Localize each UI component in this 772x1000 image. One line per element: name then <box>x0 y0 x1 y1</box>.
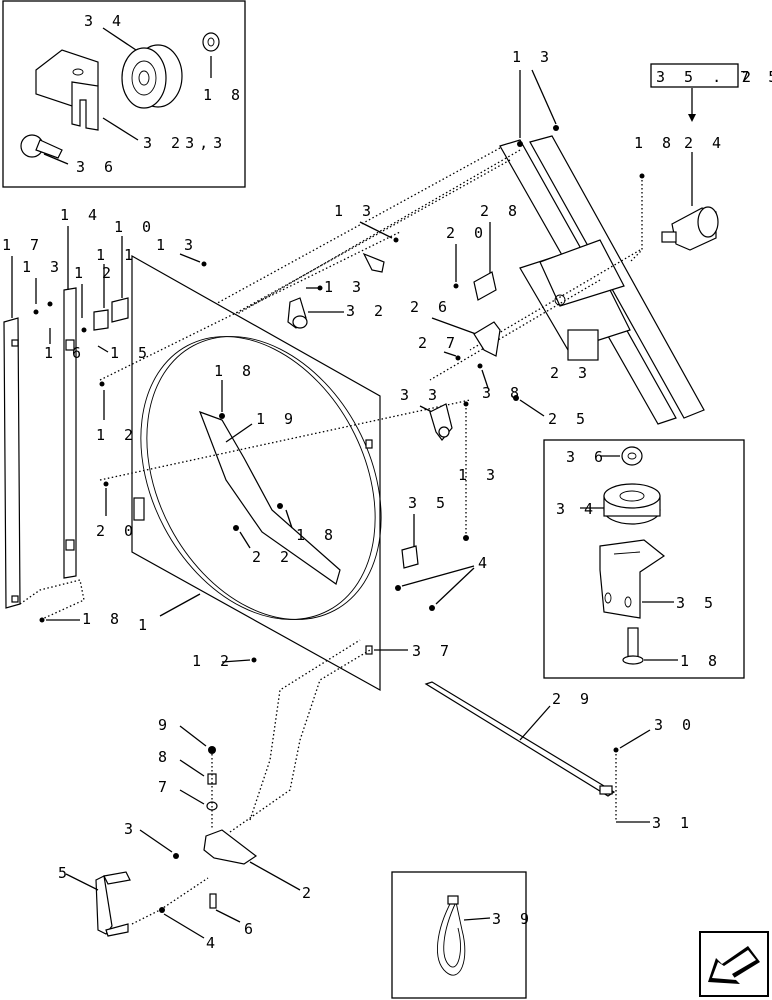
upper-support-rail <box>499 135 705 425</box>
callout-323: 3 23,3 <box>143 134 227 152</box>
callout-2: 2 <box>302 884 316 902</box>
inset-right-bolt <box>622 627 644 665</box>
callout-6: 6 <box>244 920 258 938</box>
callout-36b: 3 6 <box>566 448 608 466</box>
callout-13c: 1 3 <box>156 236 198 254</box>
callout-26: 2 6 <box>410 298 452 316</box>
motor <box>661 206 719 251</box>
callout-27: 2 7 <box>418 334 460 352</box>
callout-13e: 1 3 <box>324 278 366 296</box>
callout-33: 3 3 <box>400 386 442 404</box>
callout-35a: 3 5 <box>408 494 450 512</box>
callout-19: 1 9 <box>256 410 298 428</box>
callout-1: 1 <box>138 616 152 634</box>
callout-18c: 1 8 <box>214 362 256 380</box>
callout-4a: 4 <box>478 554 492 572</box>
callout-12b: 1 2 <box>96 426 138 444</box>
left-seal-14 <box>63 287 77 579</box>
callout-20b: 2 0 <box>96 522 138 540</box>
callout-20a: 2 0 <box>446 224 488 242</box>
callout-13f: 1 3 <box>458 466 500 484</box>
clip-33 <box>429 403 453 441</box>
callout-14: 1 4 <box>60 206 102 224</box>
callout-22: 2 2 <box>252 548 294 566</box>
callout-18e: 1 8 <box>82 610 124 628</box>
callout-37: 3 7 <box>412 642 454 660</box>
callout-13b: 1 3 <box>334 202 376 220</box>
bracket-32 <box>287 297 308 329</box>
inset-box-top-left <box>2 0 246 188</box>
inset-box-right <box>543 439 745 679</box>
callout-18a: 1 8 <box>203 86 245 104</box>
callout-9: 9 <box>158 716 172 734</box>
callout-12a: 1 2 <box>74 264 116 282</box>
callout-38: 3 8 <box>482 384 524 402</box>
reference-label-tail: 2 . <box>742 68 772 86</box>
callout-3: 3 <box>124 820 138 838</box>
callout-36a: 3 6 <box>76 158 118 176</box>
callout-10: 1 0 <box>114 218 156 236</box>
callout-28: 2 8 <box>480 202 522 220</box>
callout-39: 3 9 <box>492 910 534 928</box>
rod-29 <box>424 681 616 797</box>
callout-13a: 1 3 <box>512 48 554 66</box>
reference-box <box>650 63 739 88</box>
bracket-10-11 <box>93 297 129 331</box>
callout-8: 8 <box>158 748 172 766</box>
callout-29: 2 9 <box>552 690 594 708</box>
left-seal-17 <box>3 317 21 609</box>
callout-12c: 1 2 <box>192 652 234 670</box>
callout-4b: 4 <box>206 934 220 952</box>
inset-right-bracket <box>599 539 666 619</box>
callout-25: 2 5 <box>548 410 590 428</box>
callout-23: 2 3 <box>550 364 592 382</box>
inset-bracket <box>35 49 99 131</box>
inset-bolt <box>20 134 63 159</box>
callout-18b: 1 8 <box>634 134 676 152</box>
fan-shroud-panel <box>131 254 382 692</box>
callout-13d: 1 3 <box>22 258 64 276</box>
arrow-nav-icon[interactable] <box>699 931 769 997</box>
reference-label: 3 5 . 7 5 <box>656 68 772 86</box>
callout-32: 3 2 <box>346 302 388 320</box>
inset-nut <box>202 32 220 52</box>
u-bolt-5 <box>95 871 131 937</box>
bracket-2 <box>203 829 258 865</box>
callout-7: 7 <box>158 778 172 796</box>
inset-pulley <box>121 44 183 109</box>
inset-right-pulley <box>603 483 661 525</box>
callout-15: 1 5 <box>110 344 152 362</box>
callout-18f: 1 8 <box>680 652 722 670</box>
callout-30: 3 0 <box>654 716 696 734</box>
callout-16: 1 6 <box>44 344 86 362</box>
clip-13 <box>362 252 385 273</box>
callout-34b: 3 4 <box>556 500 598 518</box>
callout-35b: 3 5 <box>676 594 718 612</box>
lever-26 <box>473 321 501 357</box>
inset-box-bottom <box>391 871 527 999</box>
callout-31: 3 1 <box>652 814 694 832</box>
bracket-28 <box>473 271 497 301</box>
callout-11: 1 1 <box>96 246 138 264</box>
inset-right-nut <box>621 446 643 466</box>
callout-18d: 1 8 <box>296 526 338 544</box>
callout-34a: 3 4 <box>84 12 126 30</box>
callout-24: 2 4 <box>684 134 726 152</box>
clip-35 <box>401 545 419 569</box>
strap-39 <box>437 895 466 976</box>
callout-17: 1 7 <box>2 236 44 254</box>
callout-5: 5 <box>58 864 72 882</box>
